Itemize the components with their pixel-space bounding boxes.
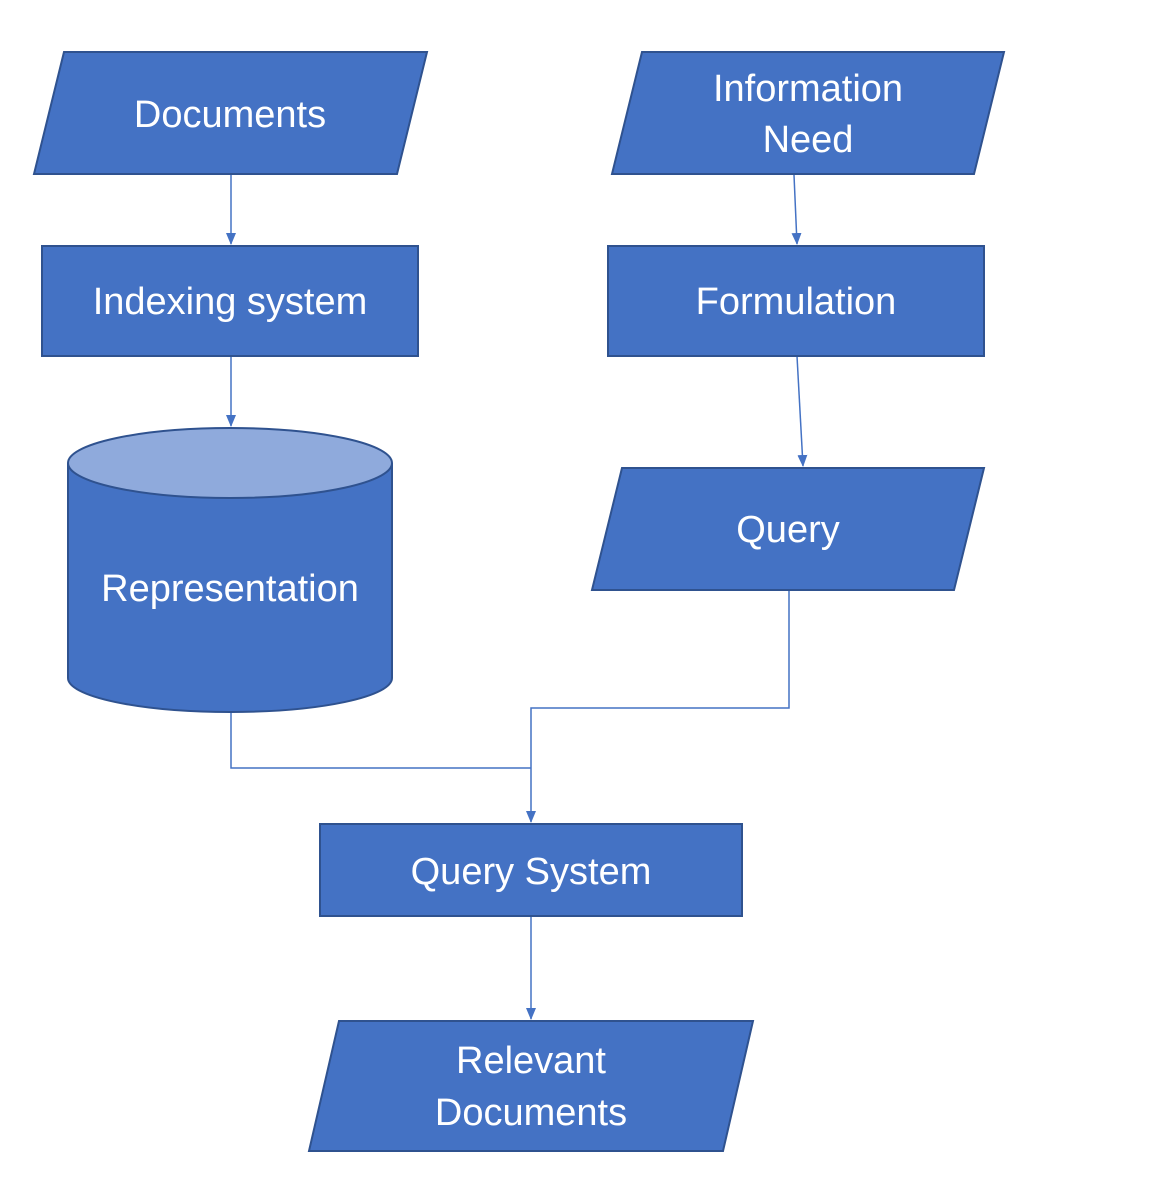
indexing-system-label: Indexing system	[93, 281, 368, 323]
node-query-system: Query System	[319, 823, 743, 917]
edge-representation-to-query-system	[230, 712, 531, 769]
node-representation: Representation	[67, 427, 393, 713]
edge-formulation-to-query	[796, 355, 808, 467]
information-need-label-line-1: Information	[713, 68, 903, 110]
node-information-need: Information Need	[610, 51, 1006, 175]
indexing-system-shape	[41, 245, 419, 357]
query-system-shape	[319, 823, 743, 917]
representation-cylinder-top	[67, 427, 393, 499]
documents-label: Documents	[134, 94, 326, 136]
query-label: Query	[736, 509, 839, 551]
edge-query-to-query-system	[526, 590, 790, 823]
connectors	[226, 174, 808, 1020]
query-system-label: Query System	[411, 851, 652, 893]
node-formulation: Formulation	[607, 245, 985, 357]
formulation-label: Formulation	[696, 281, 897, 323]
node-relevant-documents: Relevant Documents	[307, 1020, 755, 1152]
query-shape	[590, 467, 986, 591]
documents-shape	[32, 51, 429, 175]
information-need-label-line-2: Need	[763, 119, 854, 161]
formulation-shape	[607, 245, 985, 357]
representation-label: Representation	[101, 568, 359, 610]
node-indexing-system: Indexing system	[41, 245, 419, 357]
node-documents: Documents	[32, 51, 429, 175]
relevant-documents-label-line-2: Documents	[435, 1092, 627, 1134]
edge-information-need-to-formulation	[791, 174, 802, 245]
relevant-documents-label-line-1: Relevant	[456, 1040, 606, 1082]
node-query: Query	[590, 467, 986, 591]
information-need-shape	[610, 51, 1006, 175]
relevant-documents-shape	[307, 1020, 755, 1152]
